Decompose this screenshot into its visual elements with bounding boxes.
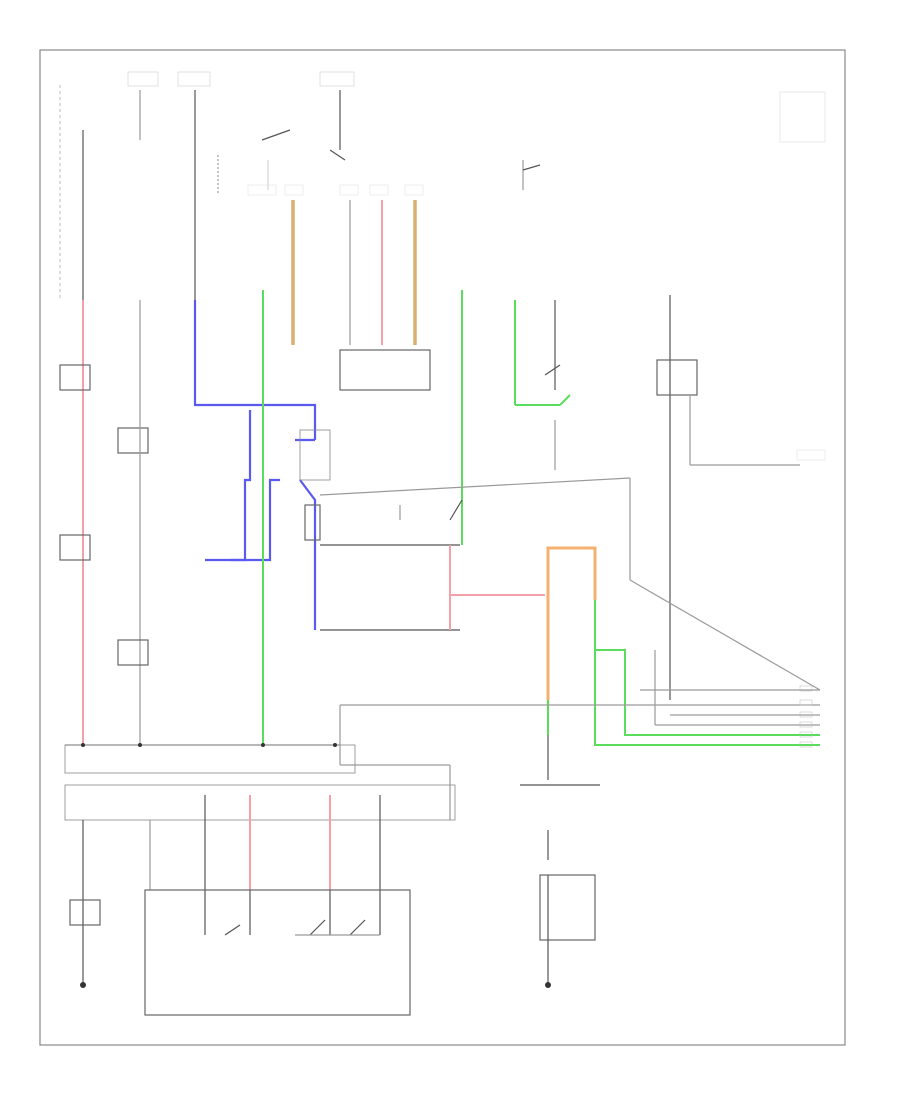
relay-box-top-right [779,91,826,143]
wire-orange [546,546,597,700]
center-connector [299,429,331,541]
top-fuse-1 [127,71,159,140]
wire-blue-network [193,300,317,630]
left-switch-3 [59,534,91,561]
top-switch-right [522,160,541,190]
upper-connector-row [247,184,424,196]
ground-point-left [69,899,101,988]
center-relay [399,499,463,521]
left-switch-2 [117,300,149,745]
wire-green-bus-right [547,600,820,746]
center-horizontal-bus [319,477,821,691]
wire-gray-bus-right [339,650,820,765]
top-fuse-3 [319,71,355,161]
lower-bus [64,743,451,820]
top-fuse-2 [177,71,211,300]
right-module [656,295,826,700]
center-module [339,349,431,391]
diagram-border [39,49,846,1046]
switch-cluster-right [514,300,571,470]
right-lower-module [520,735,600,985]
left-switch-4 [117,639,149,666]
left-switch-1 [59,364,91,391]
ground-point-right [545,982,551,988]
right-terminal-stubs [799,685,813,748]
combination-switch [64,784,456,1016]
